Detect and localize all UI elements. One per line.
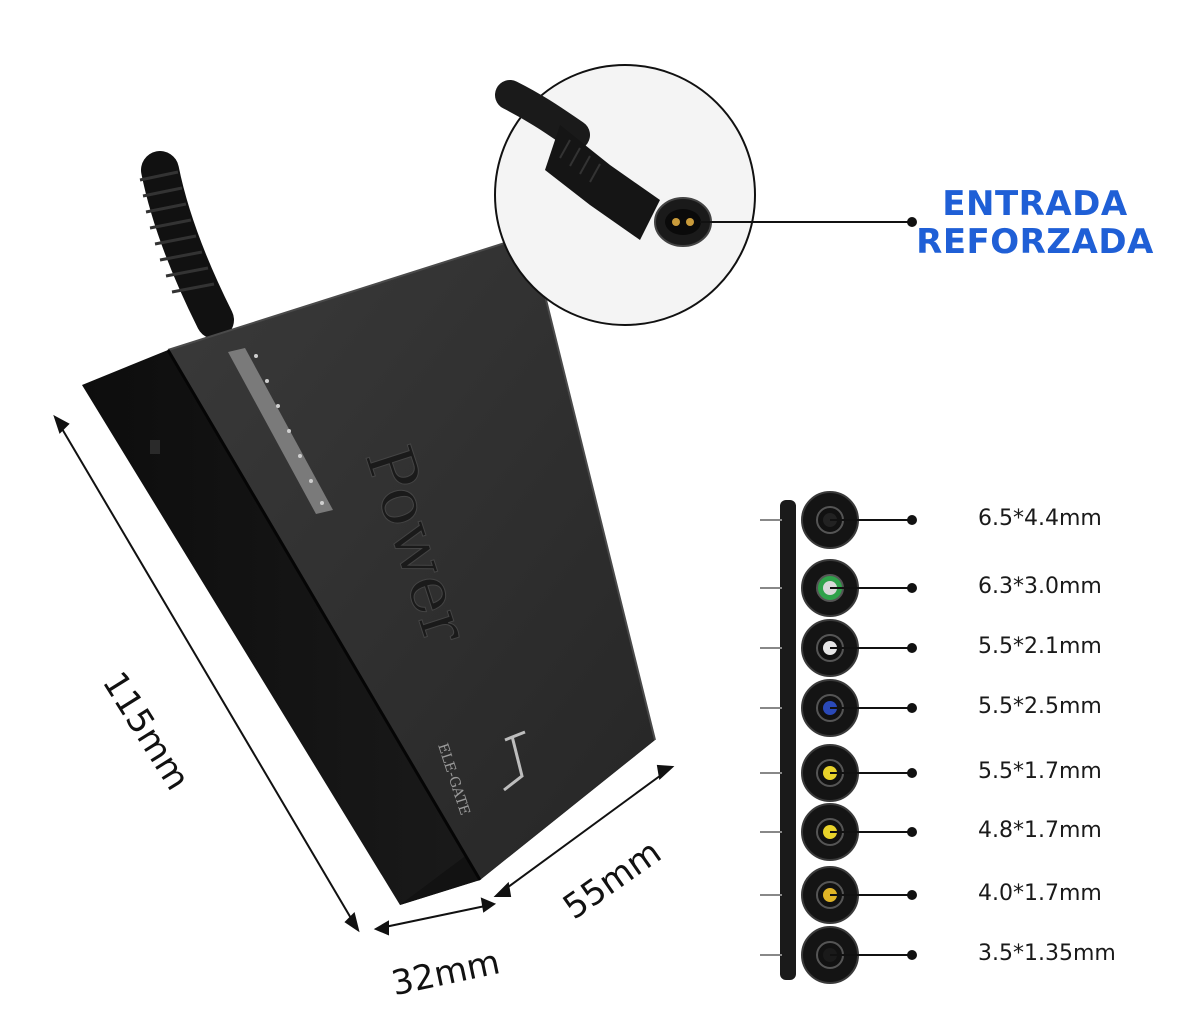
dimension-height-arrow <box>373 897 497 936</box>
connector-tips <box>760 491 917 984</box>
connector-tip <box>760 619 917 677</box>
callout-line-1: ENTRADA <box>942 184 1128 224</box>
connector-tip <box>760 679 917 737</box>
connector-tip <box>760 559 917 617</box>
connector-zoom-view <box>494 64 917 326</box>
power-cable <box>139 151 234 339</box>
tips-rail <box>780 500 796 980</box>
tip-size-label: 6.3*3.0mm <box>978 574 1102 599</box>
tip-size-label: 5.5*2.5mm <box>978 694 1102 719</box>
connector-tip <box>760 866 917 924</box>
voltage-indicator-strip <box>228 348 333 514</box>
side-switch <box>150 440 160 454</box>
maker-logo-icon <box>503 730 526 792</box>
connector-tip <box>760 744 917 802</box>
callout-line-2: REFORZADA <box>916 222 1154 262</box>
connector-tip <box>760 491 917 549</box>
power-adapter <box>82 233 656 905</box>
tip-size-label: 4.8*1.7mm <box>978 818 1102 843</box>
connector-tip <box>760 926 917 984</box>
tip-size-label: 5.5*1.7mm <box>978 759 1102 784</box>
tip-size-label: 6.5*4.4mm <box>978 506 1102 531</box>
tip-size-label: 4.0*1.7mm <box>978 881 1102 906</box>
connector-tip <box>760 803 917 861</box>
tip-size-label: 3.5*1.35mm <box>978 941 1116 966</box>
dimension-length-arrow <box>53 414 360 933</box>
dimension-width-arrow <box>493 764 675 897</box>
tip-size-label: 5.5*2.1mm <box>978 634 1102 659</box>
entrada-reforzada-callout: ENTRADA REFORZADA <box>905 185 1165 261</box>
